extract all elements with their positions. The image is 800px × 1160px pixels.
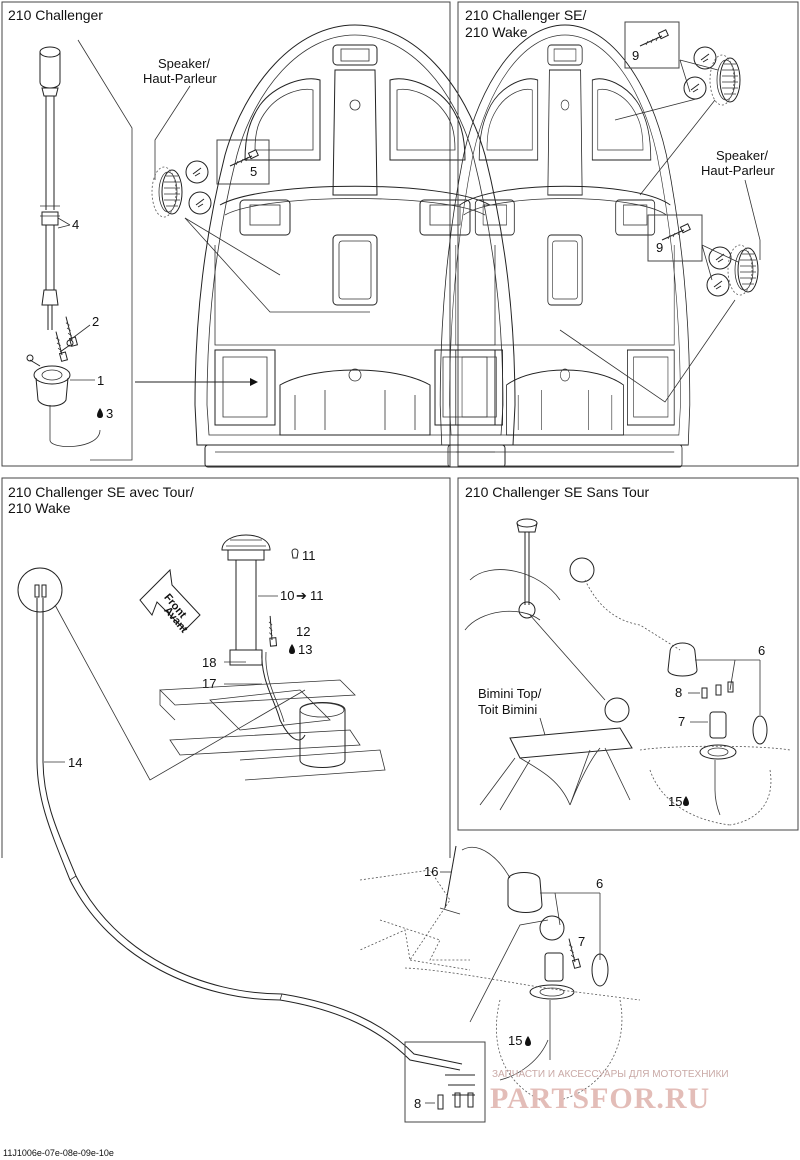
detail-circle	[17, 567, 63, 613]
drop-icon	[683, 796, 689, 806]
panel-tour-frame	[2, 478, 450, 858]
light-base	[26, 339, 101, 447]
panel-title: 210 Challenger SE Sans Tour	[465, 484, 650, 500]
light-wire	[261, 649, 306, 741]
speaker-label-line2: Haut-Parleur	[143, 71, 217, 86]
callout-3: 3	[106, 406, 113, 421]
callout-14: 14	[68, 755, 82, 770]
panel-sans-tour-frame	[457, 477, 799, 831]
speaker-icon	[151, 166, 183, 218]
speaker-label-line1: Speaker/	[716, 148, 768, 163]
screw-box-9b	[647, 214, 703, 262]
callout-6: 6	[596, 876, 603, 891]
callout-4: 4	[72, 217, 79, 232]
callout-13: 13	[298, 642, 312, 657]
boat-top-view	[439, 24, 691, 468]
drop-icon	[289, 644, 295, 654]
bimini-label-line1: Bimini Top/	[478, 686, 542, 701]
callout-9: 9	[632, 48, 639, 63]
bimini-top	[479, 727, 633, 811]
panel-210-challenger-se-frame	[457, 1, 799, 467]
speaker-label-line1: Speaker/	[158, 56, 210, 71]
tower-light	[221, 534, 271, 666]
connector-box	[404, 1041, 486, 1123]
panel-title: 210 Challenger SE/	[465, 7, 587, 23]
callout-15: 15	[668, 794, 682, 809]
socket-icon	[667, 642, 698, 677]
callout-1: 1	[97, 373, 104, 388]
bulb-icon	[291, 548, 299, 559]
arrow-glyph: ➔	[296, 588, 307, 603]
bimini-label-line2: Toit Bimini	[478, 702, 537, 717]
callout-8: 8	[414, 1096, 421, 1111]
support-16	[444, 845, 457, 909]
drawing-code: 11J1006e-07e-08e-09e-10e	[3, 1148, 114, 1158]
speaker-icon	[727, 244, 759, 296]
callout-8: 8	[675, 685, 682, 700]
drop-icon	[525, 1036, 531, 1046]
callout-18: 18	[202, 655, 216, 670]
callout-5: 5	[250, 164, 257, 179]
panel-title: 210 Challenger SE avec Tour/	[8, 484, 194, 500]
speaker-label-line2: Haut-Parleur	[701, 163, 775, 178]
panel-title: 210 Challenger	[8, 7, 103, 23]
screw-box-5	[216, 139, 270, 185]
callout-7: 7	[678, 714, 685, 729]
callout-15: 15	[508, 1033, 522, 1048]
sans-tour-light	[464, 518, 561, 631]
panel-subtitle: 210 Wake	[8, 500, 71, 516]
callout-12: 12	[296, 624, 310, 639]
callout-17: 17	[202, 676, 216, 691]
callout-11: 11	[310, 588, 324, 603]
front-arrow: Front Avant	[139, 568, 201, 636]
panel-210-challenger-frame	[1, 1, 451, 467]
screw-box-9a	[624, 21, 680, 69]
socket-icon	[507, 872, 543, 913]
callout-6: 6	[758, 643, 765, 658]
watermark-text: ЗАПЧАСТИ И АКСЕССУАРЫ ДЛЯ МОТОТЕХНИКИ	[492, 1069, 729, 1080]
callout-2: 2	[92, 314, 99, 329]
callout-9: 9	[656, 240, 663, 255]
panel-subtitle: 210 Wake	[465, 24, 528, 40]
callout-7: 7	[578, 934, 585, 949]
boat-top-view	[194, 24, 516, 468]
anchor-light-pole	[39, 46, 61, 330]
drop-icon	[97, 408, 103, 418]
wire-harness	[36, 598, 461, 1071]
watermark-logo: PARTSFOR.RU	[490, 1082, 710, 1115]
callout-11: 11	[302, 548, 316, 563]
callout-10: 10	[280, 588, 294, 603]
